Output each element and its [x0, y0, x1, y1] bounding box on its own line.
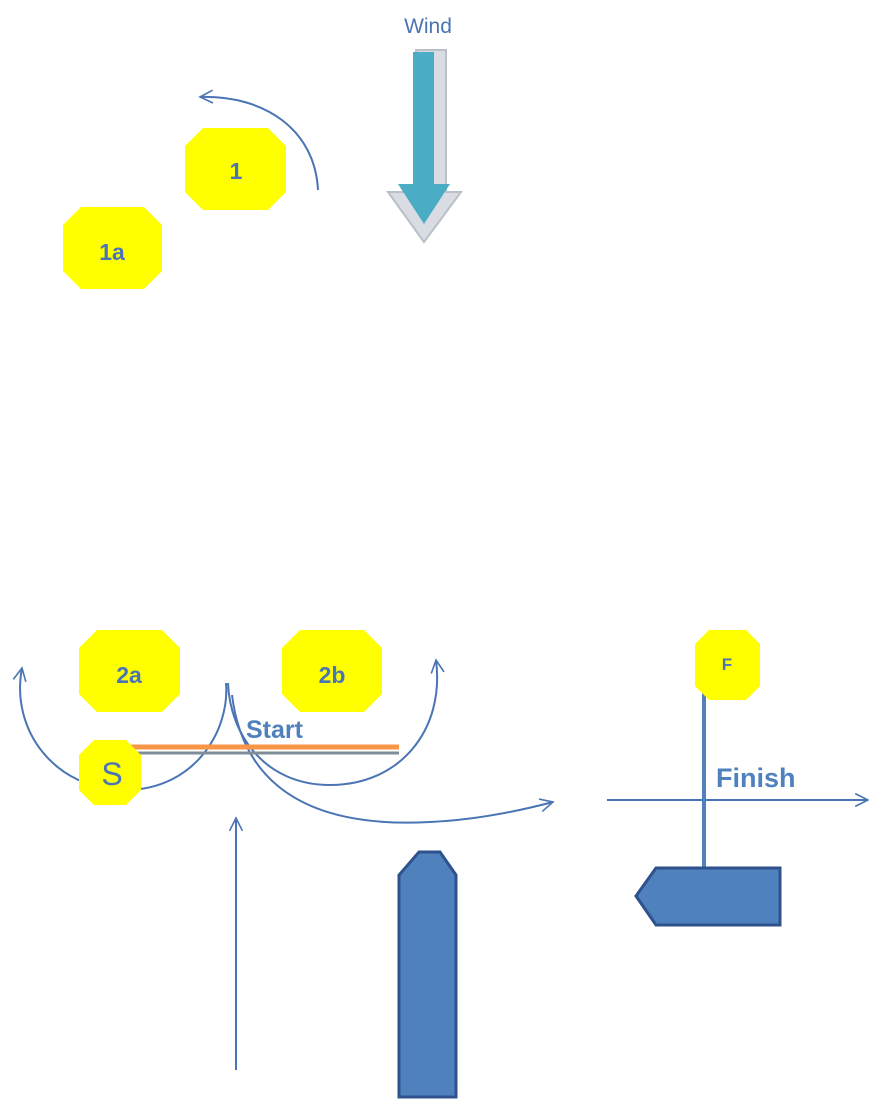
finish-committee-boat: [634, 866, 782, 927]
start-committee-boat: [397, 850, 458, 1099]
mark-1-rounding-arrow: [200, 97, 319, 191]
start-mark: S: [79, 740, 141, 805]
mark-1a: 1a: [63, 207, 162, 289]
mark-1-label: 1: [230, 158, 243, 184]
start-label: Start: [246, 716, 304, 744]
wind-label: Wind: [404, 15, 452, 38]
finish-approach-arrow: [231, 694, 553, 824]
finish-mark: F: [695, 630, 760, 700]
start-mark-label: S: [101, 756, 122, 792]
mark-1: 1: [185, 128, 286, 210]
finish-label: Finish: [716, 763, 796, 793]
finish-mark-label: F: [722, 655, 732, 674]
mark-2a: 2a: [79, 630, 180, 712]
mark-2a-label: 2a: [116, 662, 142, 688]
wind-arrow-icon: [386, 49, 463, 244]
mark-1a-label: 1a: [99, 239, 125, 265]
mark-2b: 2b: [282, 630, 382, 712]
mark-2b-label: 2b: [319, 662, 346, 688]
